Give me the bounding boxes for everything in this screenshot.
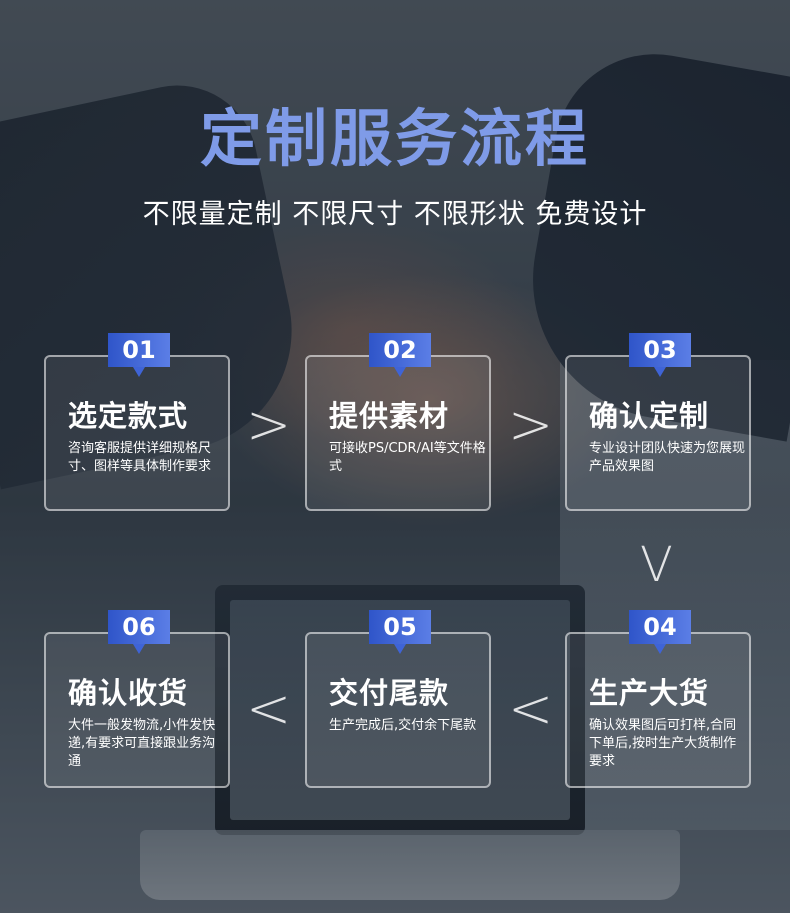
step-number-badge: 01 bbox=[108, 333, 170, 377]
step-card-1: 01 选定款式 咨询客服提供详细规格尺寸、图样等具体制作要求 bbox=[44, 333, 230, 511]
step-description: 生产完成后,交付余下尾款 bbox=[329, 718, 477, 733]
background-laptop-base bbox=[140, 830, 680, 900]
arrow-right-icon: > bbox=[508, 393, 554, 456]
step-number-badge: 05 bbox=[369, 610, 431, 654]
step-card-6: 06 确认收货 大件一般发物流,小件发快递,有要求可直接跟业务沟通 bbox=[44, 610, 230, 788]
step-description: 可接收PS/CDR/AI等文件格式 bbox=[329, 441, 486, 474]
step-description: 大件一般发物流,小件发快递,有要求可直接跟业务沟通 bbox=[68, 718, 216, 769]
step-title: 提供素材 bbox=[329, 399, 450, 433]
step-number-badge: 03 bbox=[629, 333, 691, 377]
page-title: 定制服务流程 bbox=[199, 102, 590, 175]
step-title: 选定款式 bbox=[68, 399, 189, 433]
step-card-4: 04 生产大货 确认效果图后可打样,合同下单后,按时生产大货制作要求 bbox=[565, 610, 751, 788]
step-card-5: 05 交付尾款 生产完成后,交付余下尾款 bbox=[305, 610, 491, 788]
step-description: 确认效果图后可打样,合同下单后,按时生产大货制作要求 bbox=[589, 718, 737, 769]
background-monitor bbox=[560, 360, 790, 830]
step-title: 生产大货 bbox=[589, 676, 710, 710]
step-title: 确认定制 bbox=[589, 399, 710, 433]
step-card-3: 03 确认定制 专业设计团队快速为您展现产品效果图 bbox=[565, 333, 751, 511]
step-description: 专业设计团队快速为您展现产品效果图 bbox=[589, 441, 746, 474]
arrow-down-icon: V bbox=[640, 537, 673, 593]
page-subtitle: 不限量定制 不限尺寸 不限形状 免费设计 bbox=[142, 199, 648, 230]
step-number-badge: 06 bbox=[108, 610, 170, 654]
arrow-left-icon: < bbox=[508, 677, 554, 740]
step-title: 交付尾款 bbox=[329, 676, 450, 710]
arrow-left-icon: < bbox=[246, 677, 292, 740]
step-number-badge: 04 bbox=[629, 610, 691, 654]
step-number-badge: 02 bbox=[369, 333, 431, 377]
step-title: 确认收货 bbox=[68, 676, 189, 710]
arrow-right-icon: > bbox=[246, 393, 292, 456]
step-card-2: 02 提供素材 可接收PS/CDR/AI等文件格式 bbox=[305, 333, 491, 511]
step-description: 咨询客服提供详细规格尺寸、图样等具体制作要求 bbox=[68, 441, 212, 474]
